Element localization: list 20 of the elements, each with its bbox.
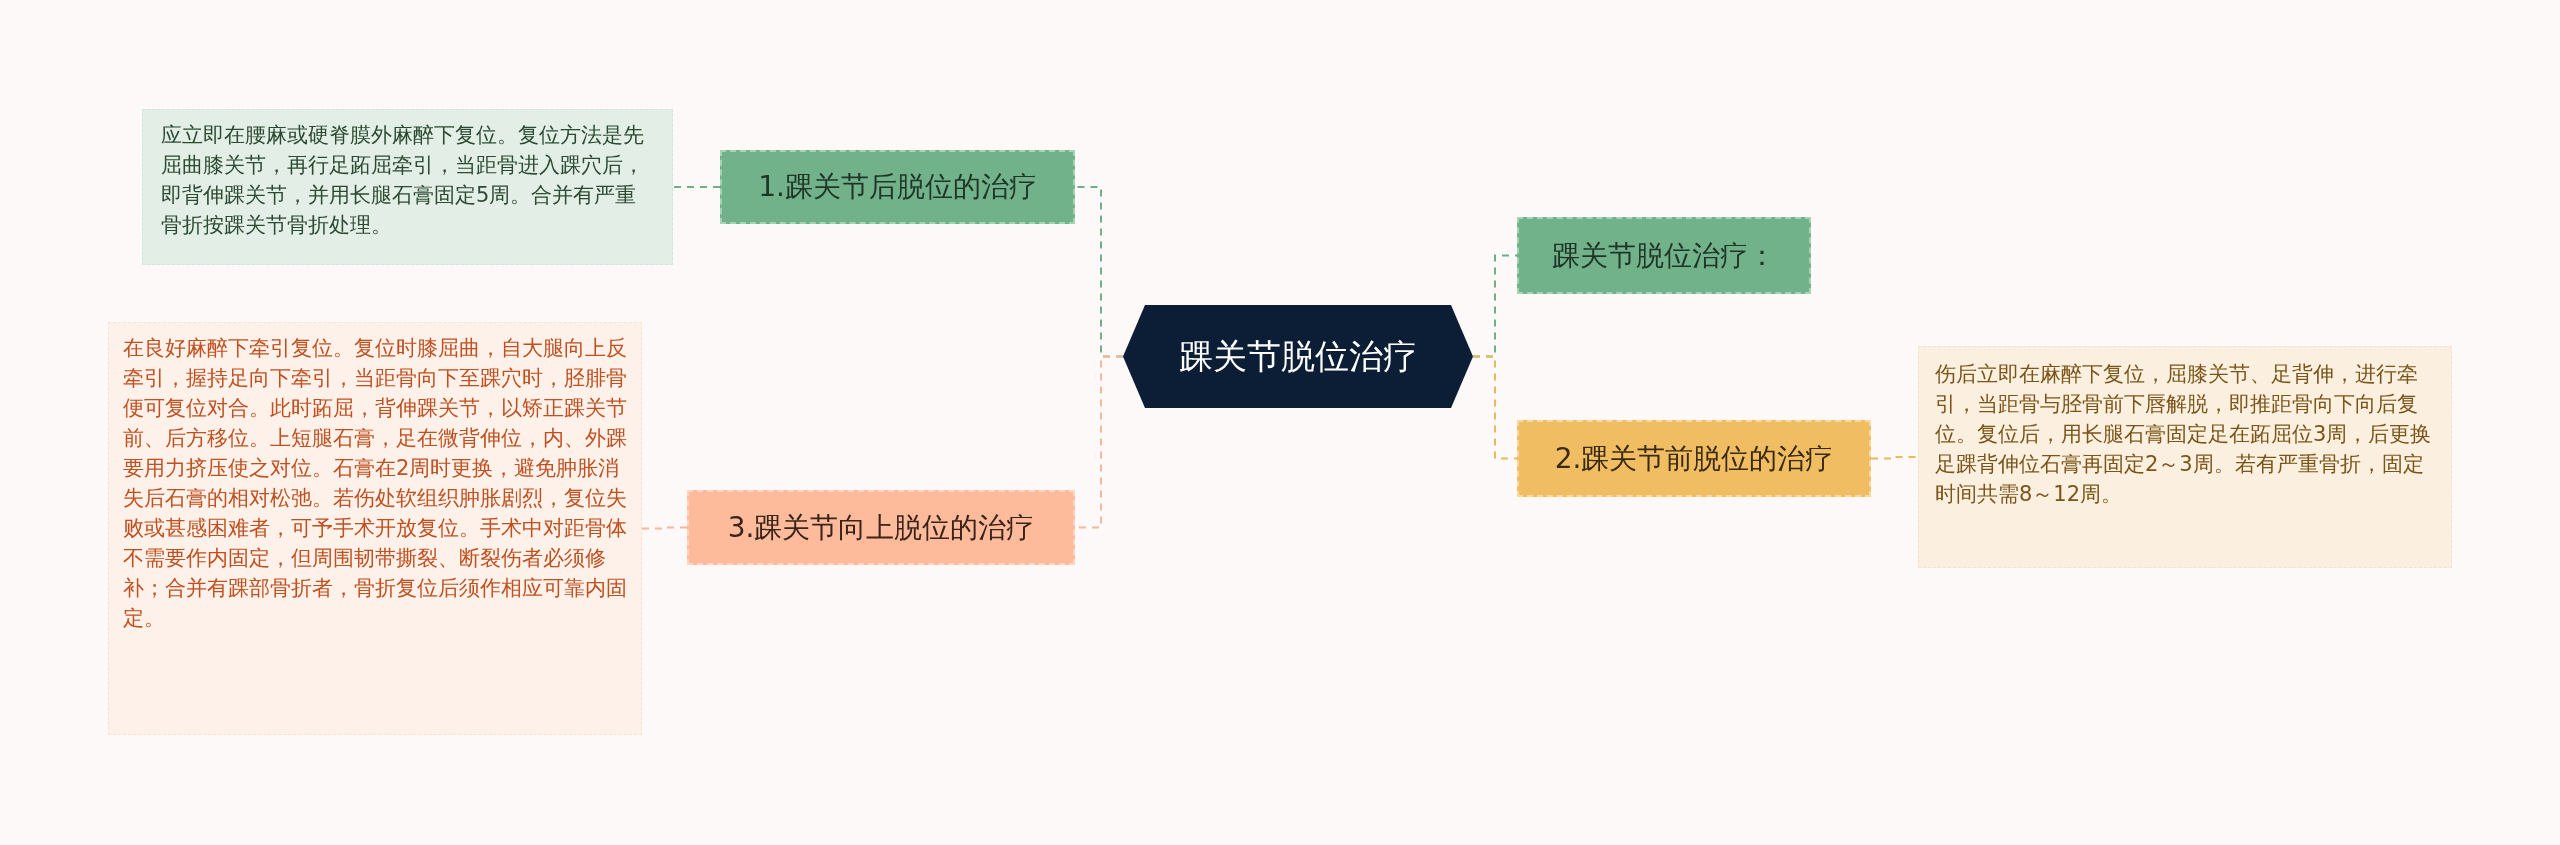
root-title: 踝关节脱位治疗: [1179, 335, 1417, 378]
root-hexagon: [1123, 305, 1473, 408]
note-box: [142, 109, 673, 265]
note-text: 伤后立即在麻醉下复位，屈膝关节、足背伸，进行牵引，当距骨与胫骨前下唇解脱，即推距骨向下向后复位。复位后，用长腿石膏固定足在跖屈位3周，后更换足踝背伸位石膏再固定2～3周。若有严重骨折，固定时间共需8～12周。: [1935, 361, 2433, 508]
note-text: 应立即在腰麻或硬脊膜外麻醉下复位。复位方法是先屈曲膝关节，再行足跖屈牵引，当距骨进入踝穴后，即背伸踝关节，并用长腿石膏固定5周。合并有严重骨折按踝关节骨折处理。: [161, 122, 645, 239]
topic-box: [720, 150, 1075, 224]
connector-line: [1870, 456, 1919, 460]
topic-label: 踝关节脱位治疗：: [1552, 237, 1776, 274]
connector-line: [1472, 355, 1518, 460]
topic-box: [1517, 217, 1811, 294]
topic-box: [687, 490, 1075, 565]
topic-label: 2.踝关节前脱位的治疗: [1554, 440, 1834, 477]
connector-line: [641, 526, 688, 530]
note-box: [108, 322, 642, 735]
note-text: 在良好麻醉下牵引复位。复位时膝屈曲，自大腿向上反牵引，握持足向下牵引，当距骨向下至踝穴时，胫腓骨便可复位对合。此时跖屈，背伸踝关节，以矫正踝关节前、后方移位。上短腿石膏，足在微背伸位，内、外踝要用力挤压使之对位。石膏在2周时更换，避免肿胀消失后石膏的相对松弛。若伤处软组织肿胀剧烈，复位失败或甚感困难者，可予手术开放复位。手术中对距骨体不需要作内固定，但周围韧带撕裂、断裂伤者必须修补；合并有踝部骨折者，骨折复位后须作相应可靠内固定。: [123, 335, 627, 632]
connector-line: [672, 186, 721, 188]
topic-box: [1517, 420, 1871, 497]
topic-label: 3.踝关节向上脱位的治疗: [727, 509, 1035, 546]
note-box: [1918, 346, 2452, 568]
topic-label: 1.踝关节后脱位的治疗: [758, 169, 1037, 205]
